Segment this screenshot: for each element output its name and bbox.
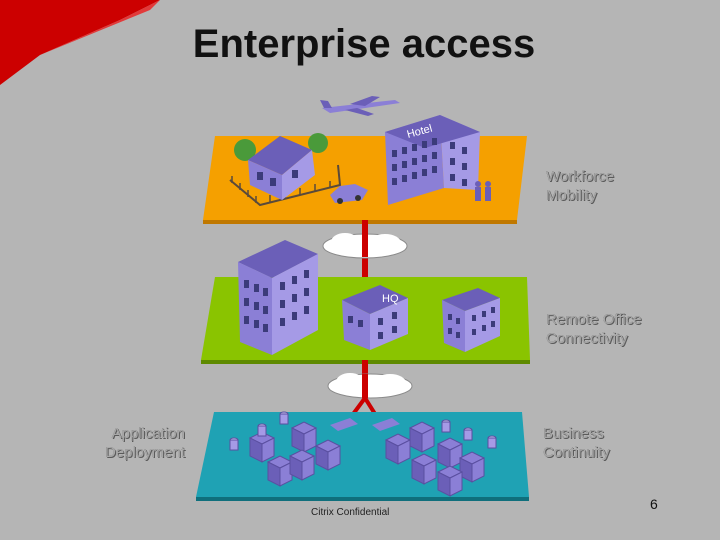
workforce-layer: Hotel <box>203 115 527 224</box>
application-deployment-label: Application Deployment <box>93 424 185 462</box>
business-continuity-label: Business Continuity <box>543 424 610 462</box>
footer-confidential: Citrix Confidential <box>311 507 389 518</box>
cloud-icon <box>328 373 412 398</box>
data-center-layer <box>196 412 529 501</box>
remote-office-label: Remote Office Connectivity <box>546 310 642 348</box>
workforce-mobility-label: Workforce Mobility <box>546 167 614 205</box>
cloud-icon <box>323 233 407 258</box>
hq-sign: HQ <box>382 293 399 305</box>
airplane-icon <box>320 96 400 116</box>
page-number: 6 <box>650 496 658 512</box>
